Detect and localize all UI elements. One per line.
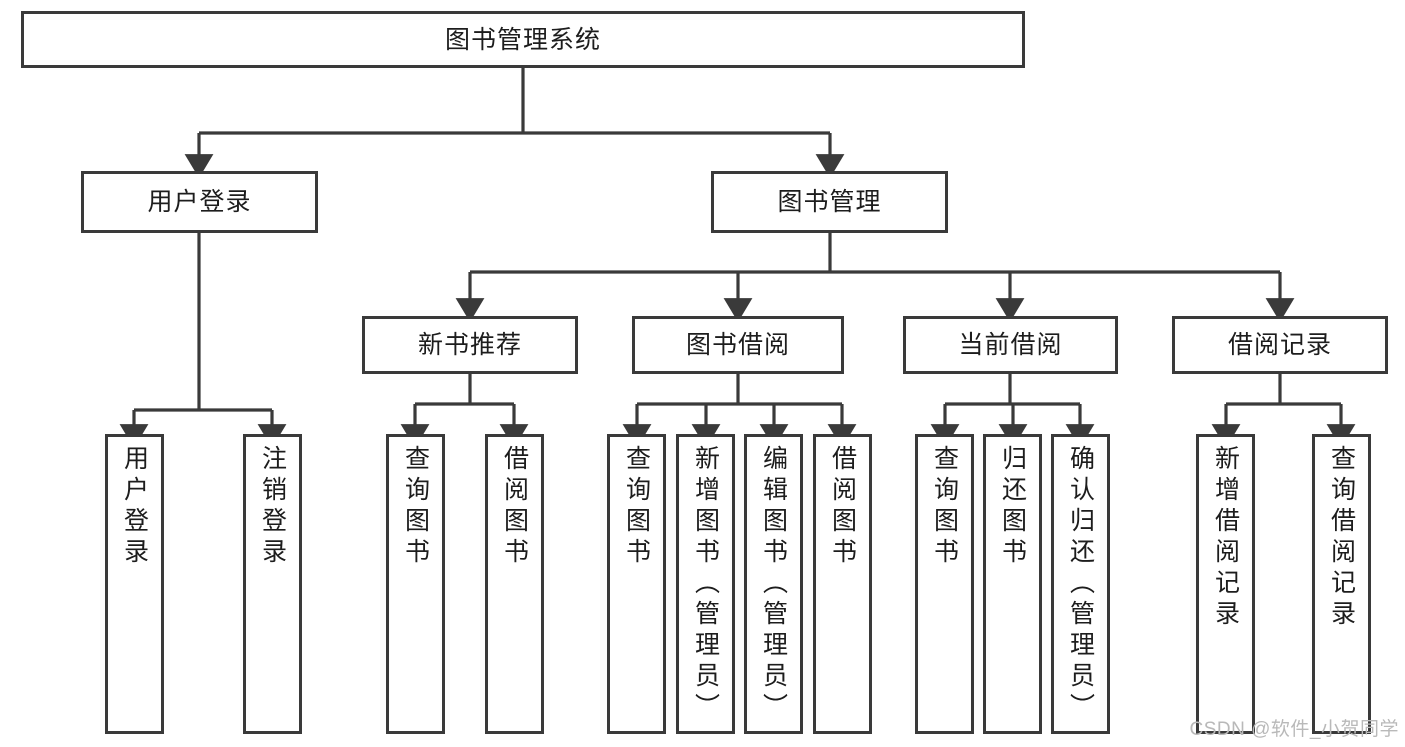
- leaf-record-add[interactable]: 新增借阅记录: [1196, 434, 1255, 734]
- leaf-user-login-label: 用户登录: [120, 445, 149, 569]
- csdn-watermark: CSDN @软件_小贺同学: [1189, 719, 1399, 740]
- leaf-record-query-label: 查询借阅记录: [1327, 445, 1356, 631]
- leaf-recommend-query-book[interactable]: 查询图书: [386, 434, 445, 734]
- node-borrow-record[interactable]: 借阅记录: [1172, 316, 1388, 374]
- leaf-borrow-edit-book-admin[interactable]: 编辑图书（管理员）: [744, 434, 803, 734]
- leaf-borrow-query-book[interactable]: 查询图书: [607, 434, 666, 734]
- leaf-record-add-label: 新增借阅记录: [1211, 445, 1240, 631]
- leaf-borrow-borrow-book-label: 借阅图书: [828, 445, 857, 569]
- leaf-borrow-add-book-admin-label: 新增图书（管理员）: [691, 445, 720, 724]
- leaf-user-login[interactable]: 用户登录: [105, 434, 164, 734]
- node-user-login-label: 用户登录: [147, 188, 252, 216]
- leaf-recommend-borrow-book[interactable]: 借阅图书: [485, 434, 544, 734]
- leaf-record-query[interactable]: 查询借阅记录: [1312, 434, 1371, 734]
- node-new-book-recommend-label: 新书推荐: [417, 331, 522, 359]
- leaf-current-query-book-label: 查询图书: [930, 445, 959, 569]
- node-borrow-record-label: 借阅记录: [1227, 331, 1332, 359]
- node-root-label: 图书管理系统: [444, 25, 601, 54]
- leaf-current-return-book[interactable]: 归还图书: [983, 434, 1042, 734]
- node-book-borrow-label: 图书借阅: [685, 331, 790, 359]
- node-book-borrow[interactable]: 图书借阅: [632, 316, 844, 374]
- node-current-borrow[interactable]: 当前借阅: [903, 316, 1118, 374]
- leaf-borrow-edit-book-admin-label: 编辑图书（管理员）: [759, 445, 788, 724]
- node-book-management-label: 图书管理: [777, 188, 882, 216]
- leaf-user-logout-label: 注销登录: [258, 445, 287, 569]
- leaf-user-logout[interactable]: 注销登录: [243, 434, 302, 734]
- node-user-login[interactable]: 用户登录: [81, 171, 318, 233]
- node-book-management[interactable]: 图书管理: [711, 171, 948, 233]
- node-current-borrow-label: 当前借阅: [958, 331, 1063, 359]
- leaf-borrow-borrow-book[interactable]: 借阅图书: [813, 434, 872, 734]
- node-new-book-recommend[interactable]: 新书推荐: [362, 316, 578, 374]
- leaf-recommend-query-book-label: 查询图书: [401, 445, 430, 569]
- leaf-current-return-book-label: 归还图书: [998, 445, 1027, 569]
- leaf-borrow-query-book-label: 查询图书: [622, 445, 651, 569]
- leaf-current-confirm-return-admin-label: 确认归还（管理员）: [1066, 445, 1095, 724]
- leaf-recommend-borrow-book-label: 借阅图书: [500, 445, 529, 569]
- leaf-current-confirm-return-admin[interactable]: 确认归还（管理员）: [1051, 434, 1110, 734]
- leaf-borrow-add-book-admin[interactable]: 新增图书（管理员）: [676, 434, 735, 734]
- node-root[interactable]: 图书管理系统: [21, 11, 1025, 68]
- leaf-current-query-book[interactable]: 查询图书: [915, 434, 974, 734]
